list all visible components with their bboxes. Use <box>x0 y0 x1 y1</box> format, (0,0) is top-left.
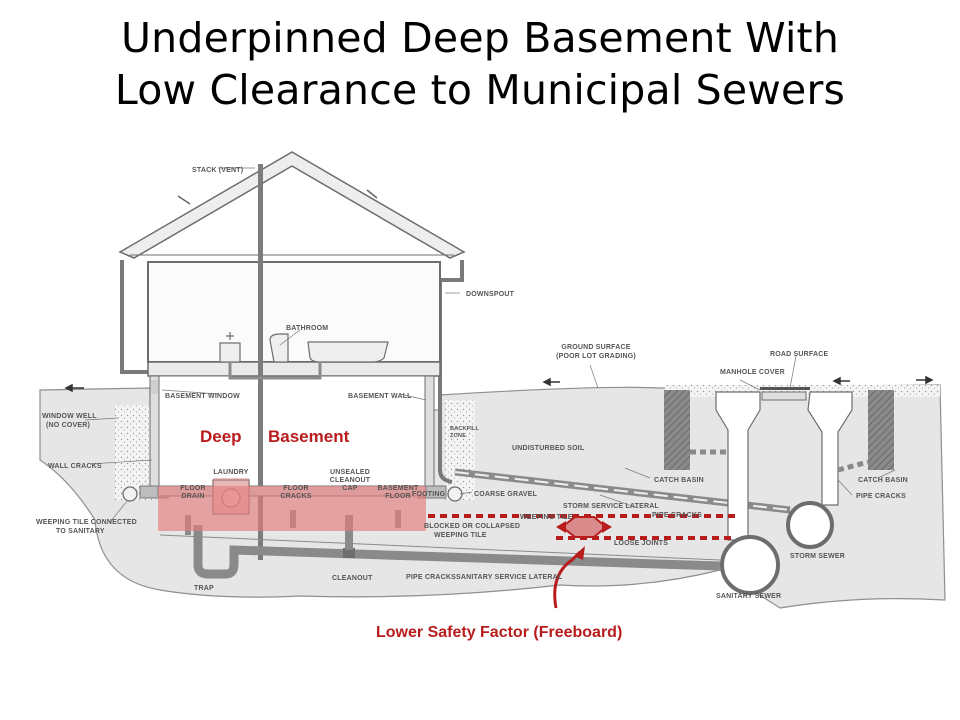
annotation-basement: Basement <box>268 427 350 446</box>
slide-title-line-1: Underpinned Deep Basement With <box>120 14 840 62</box>
sanitary-sewer <box>720 535 780 595</box>
backfill-zone <box>445 400 475 500</box>
label-pipe-cracks-mid: PIPE CRACKS <box>652 512 702 519</box>
stack-vent <box>258 164 263 560</box>
label-undisturbed-soil: UNDISTURBED SOIL <box>512 445 585 452</box>
label-stack-vent: STACK (VENT) <box>192 167 243 174</box>
label-road-surface: ROAD SURFACE <box>770 351 829 358</box>
label-cleanout: CLEANOUT <box>332 575 373 582</box>
label-storm-service-lateral: STORM SERVICE LATERAL <box>563 503 660 510</box>
safety-factor-arrow <box>553 550 582 609</box>
window-well-gravel <box>115 405 155 500</box>
label-catch-basin-right: CATCH BASIN <box>858 477 908 484</box>
deep-basement-highlight <box>158 486 426 531</box>
label-floor-drain-2: DRAIN <box>181 493 204 500</box>
label-floor-drain-1: FLOOR <box>180 485 206 492</box>
bathroom-fixtures <box>219 332 389 363</box>
label-weeping-tile-connected: WEEPING TILE CONNECTED <box>36 519 137 526</box>
sanitary-lateral-pipe <box>193 525 721 579</box>
label-storm-sewer: STORM SEWER <box>790 553 845 560</box>
annotation-deep: Deep <box>200 427 242 446</box>
label-basement-window: BASEMENT WINDOW <box>165 393 240 400</box>
label-weeping-tile: WEEPING TILE <box>520 514 573 521</box>
flow-arrows <box>64 375 934 393</box>
label-catch-basin-left: CATCH BASIN <box>654 477 704 484</box>
label-window-well: WINDOW WELL <box>42 413 97 420</box>
label-cleanout-cap-2: CLEANOUT <box>330 477 371 484</box>
label-pipe-cracks-bottom: PIPE CRACKS <box>406 574 456 581</box>
label-floor-cracks-1: FLOOR <box>283 485 309 492</box>
label-loose-joints: LOOSE JOINTS <box>614 540 668 547</box>
label-ground-surface: GROUND SURFACE <box>561 344 630 351</box>
label-blocked-weeping-tile: WEEPING TILE <box>434 532 487 539</box>
label-wall-cracks: WALL CRACKS <box>48 463 102 470</box>
label-basement-floor-2: FLOOR <box>385 493 411 500</box>
label-cleanout-cap-3: CAP <box>342 485 358 492</box>
label-coarse-gravel: COARSE GRAVEL <box>474 491 538 498</box>
label-floor-cracks-2: CRACKS <box>280 493 311 500</box>
label-sanitary-service-lateral: SANITARY SERVICE LATERAL <box>456 574 563 581</box>
label-bathroom: BATHROOM <box>286 325 328 332</box>
label-blocked-collapsed: BLOCKED OR COLLAPSED <box>424 523 520 530</box>
label-trap: TRAP <box>194 585 214 592</box>
slide-title-line-2: Low Clearance to Municipal Sewers <box>114 66 846 114</box>
basement-right-wall <box>424 375 435 489</box>
label-backfill-zone: ZONE <box>450 433 466 439</box>
label-laundry: LAUNDRY <box>213 469 248 476</box>
label-window-well-no-cover: (NO COVER) <box>46 422 90 429</box>
label-poor-lot-grading: (POOR LOT GRADING) <box>556 353 636 360</box>
catch-basin-right <box>868 390 894 470</box>
annotation-lower-safety-factor: Lower Safety Factor (Freeboard) <box>376 624 622 641</box>
label-basement-floor-1: BASEMENT <box>378 485 419 492</box>
manhole-right-shaft <box>807 391 853 506</box>
house-floor-slab <box>147 361 441 377</box>
label-cleanout-cap-1: UNSEALED <box>330 469 370 476</box>
label-downspout: DOWNSPOUT <box>466 291 515 298</box>
basement-window-shape <box>151 380 158 394</box>
house-roof <box>118 151 466 259</box>
label-manhole-cover: MANHOLE COVER <box>720 369 785 376</box>
left-downspout <box>120 260 150 374</box>
label-footing: FOOTING <box>412 491 446 498</box>
label-to-sanitary: TO SANITARY <box>56 528 105 535</box>
label-pipe-cracks-right: PIPE CRACKS <box>856 493 906 500</box>
label-backfill: BACKFILL <box>450 426 480 432</box>
label-sanitary-sewer: SANITARY SEWER <box>716 593 781 600</box>
storm-sewer <box>786 501 834 549</box>
label-basement-wall: BASEMENT WALL <box>348 393 412 400</box>
house-upper-floor <box>147 261 441 363</box>
catch-basin-left <box>664 390 690 470</box>
